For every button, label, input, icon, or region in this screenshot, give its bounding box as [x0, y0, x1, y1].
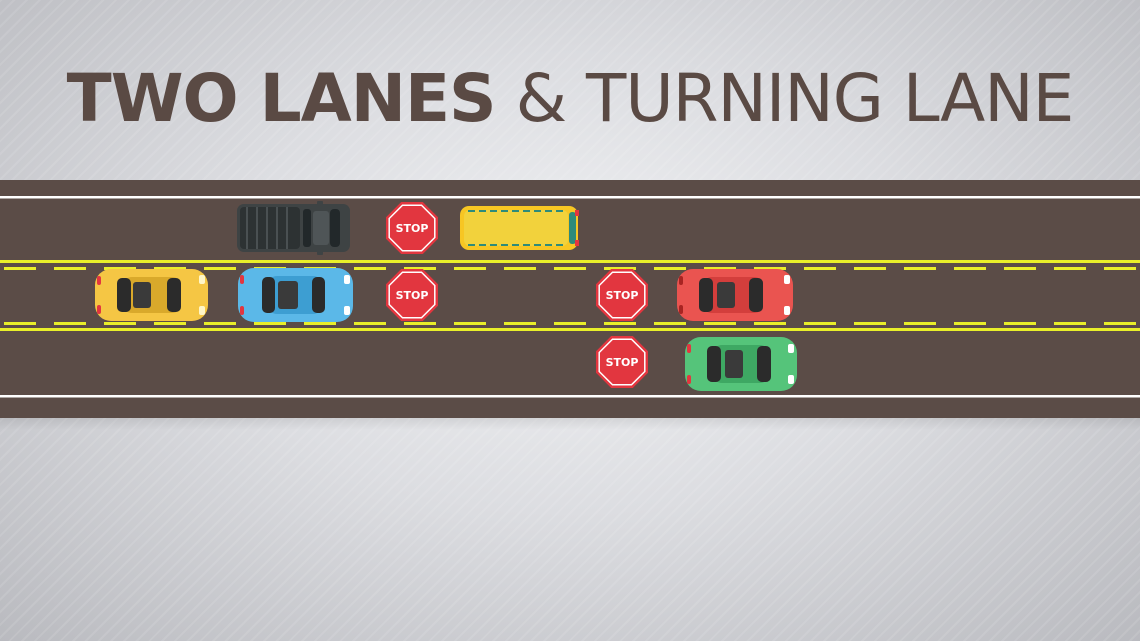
- upper-dash-segment: [404, 267, 436, 270]
- stop-sign-3: STOP: [596, 269, 648, 321]
- upper-dash-segment: [104, 267, 136, 270]
- upper-dash-segment: [604, 267, 636, 270]
- upper-dash-segment: [704, 267, 736, 270]
- pickup-truck: [237, 201, 350, 255]
- lower-dash-segment: [954, 322, 986, 325]
- lower-dash-segment: [854, 322, 886, 325]
- stop-sign-1: STOP: [386, 202, 438, 254]
- upper-dash-segment: [1004, 267, 1036, 270]
- stop-sign-4-label: STOP: [606, 356, 639, 369]
- upper-dash-segment: [904, 267, 936, 270]
- lower-dash-segment: [204, 322, 236, 325]
- blue-car: [238, 268, 353, 322]
- school-bus: [460, 206, 579, 250]
- lower-dash-segment: [654, 322, 686, 325]
- lower-dash-segment: [304, 322, 336, 325]
- lower-dash-segment: [154, 322, 186, 325]
- lower-dash-segment: [1004, 322, 1036, 325]
- lower-dash-segment: [704, 322, 736, 325]
- stop-sign-2-label: STOP: [396, 289, 429, 302]
- lower-dash-segment: [504, 322, 536, 325]
- upper-dash-segment: [854, 267, 886, 270]
- stop-sign-1-label: STOP: [396, 222, 429, 235]
- lower-dash-segment: [254, 322, 286, 325]
- upper-dash-segment: [504, 267, 536, 270]
- lower-solid-line: [0, 328, 1140, 331]
- upper-dash-segment: [454, 267, 486, 270]
- upper-dash-segment: [204, 267, 236, 270]
- lower-dash-segment: [904, 322, 936, 325]
- upper-dash-segment: [1054, 267, 1086, 270]
- upper-dash-segment: [954, 267, 986, 270]
- lower-dash-segment: [54, 322, 86, 325]
- lower-dash-segment: [454, 322, 486, 325]
- upper-dash-segment: [1104, 267, 1136, 270]
- upper-dash-segment: [54, 267, 86, 270]
- lower-dash-segment: [104, 322, 136, 325]
- yellow-car: [95, 269, 208, 321]
- upper-dash-segment: [654, 267, 686, 270]
- red-car: [677, 269, 793, 321]
- stop-sign-4: STOP: [596, 336, 648, 388]
- upper-dash-segment: [354, 267, 386, 270]
- bottom-edge-line: [0, 395, 1140, 398]
- lower-dash-segment: [604, 322, 636, 325]
- title-bold: TWO LANES: [66, 60, 497, 137]
- upper-dash-segment: [804, 267, 836, 270]
- road-diagram: STOP STOP STOP STOP: [0, 180, 1140, 418]
- upper-dash-segment: [154, 267, 186, 270]
- green-car: [685, 337, 797, 391]
- lower-dash-segment: [1054, 322, 1086, 325]
- lower-dash-segment: [754, 322, 786, 325]
- upper-dash-segment: [754, 267, 786, 270]
- lower-dash-segment: [4, 322, 36, 325]
- stop-sign-2: STOP: [386, 269, 438, 321]
- stop-sign-3-label: STOP: [606, 289, 639, 302]
- upper-solid-line: [0, 260, 1140, 263]
- upper-dash-segment: [4, 267, 36, 270]
- lower-dash-segment: [404, 322, 436, 325]
- top-edge-line: [0, 196, 1140, 199]
- upper-dash-segment: [554, 267, 586, 270]
- lower-dash-segment: [554, 322, 586, 325]
- title-rest: & TURNING LANE: [515, 60, 1075, 137]
- page-title: TWO LANES & TURNING LANE: [0, 60, 1140, 137]
- lower-dashed-line: [4, 322, 1136, 325]
- lower-dash-segment: [354, 322, 386, 325]
- lower-dash-segment: [804, 322, 836, 325]
- lower-dash-segment: [1104, 322, 1136, 325]
